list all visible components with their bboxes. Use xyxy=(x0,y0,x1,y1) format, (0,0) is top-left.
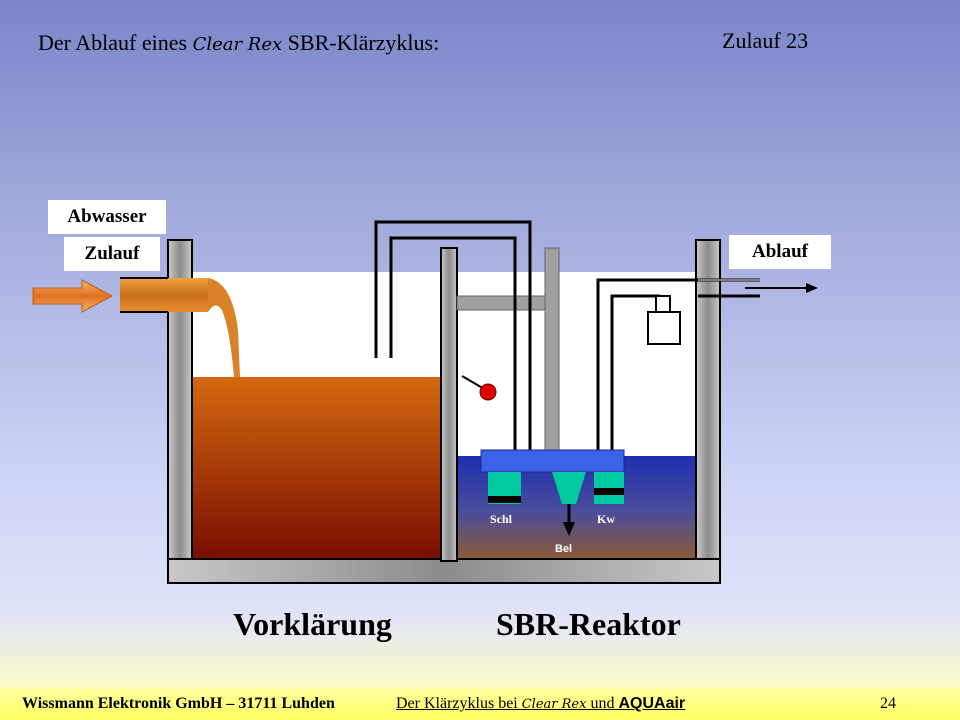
footer-topic: Der Klärzyklus bei Clear Rex und AQUAair xyxy=(396,695,685,713)
ablauf-label: Ablauf xyxy=(729,235,831,269)
niv1-sensor xyxy=(479,383,497,401)
inflow-stream xyxy=(208,278,240,377)
slide-title: Der Ablauf eines Clear Rex SBR-Klärzyklu… xyxy=(38,30,439,56)
footer-page: 24 xyxy=(880,695,896,712)
sbr-reaktor-title: SBR-Reaktor xyxy=(496,606,681,642)
float-switch xyxy=(647,311,681,345)
pump-support xyxy=(544,247,560,451)
kw-label: Kw xyxy=(597,512,615,526)
footer: Wissmann Elektronik GmbH – 31711 Luhden … xyxy=(0,688,960,720)
inflow-pipe xyxy=(120,278,208,312)
vorklaerung-liquid xyxy=(192,377,441,558)
pump-block xyxy=(480,449,625,473)
footer-topic-product: AQUAair xyxy=(618,695,686,712)
footer-topic-prefix: Der Klärzyklus bei xyxy=(396,695,518,712)
zulauf-label: Zulauf xyxy=(64,237,160,271)
footer-company: Wissmann Elektronik GmbH – 31711 Luhden xyxy=(22,695,335,712)
pipes xyxy=(374,220,760,450)
footer-topic-brand: Clear Rex xyxy=(521,697,587,712)
vorklaerung-title: Vorklärung xyxy=(233,606,392,642)
crossbar xyxy=(456,295,560,311)
abwasser-label: Abwasser xyxy=(48,200,166,234)
float-switch-stem xyxy=(655,295,671,313)
schl-label: Schl xyxy=(490,512,513,526)
pump-bel xyxy=(552,472,586,504)
step-label: Zulauf 23 xyxy=(722,28,809,53)
inflow-arrow xyxy=(32,279,114,313)
footer-topic-mid: und xyxy=(590,695,615,712)
title-prefix: Der Ablauf eines xyxy=(38,30,188,55)
title-brand: Clear Rex xyxy=(192,34,283,55)
niv1-label: NIV1 xyxy=(461,360,490,374)
title-suffix: SBR-Klärzyklus: xyxy=(287,30,440,55)
bel-label: Bel xyxy=(555,543,573,555)
